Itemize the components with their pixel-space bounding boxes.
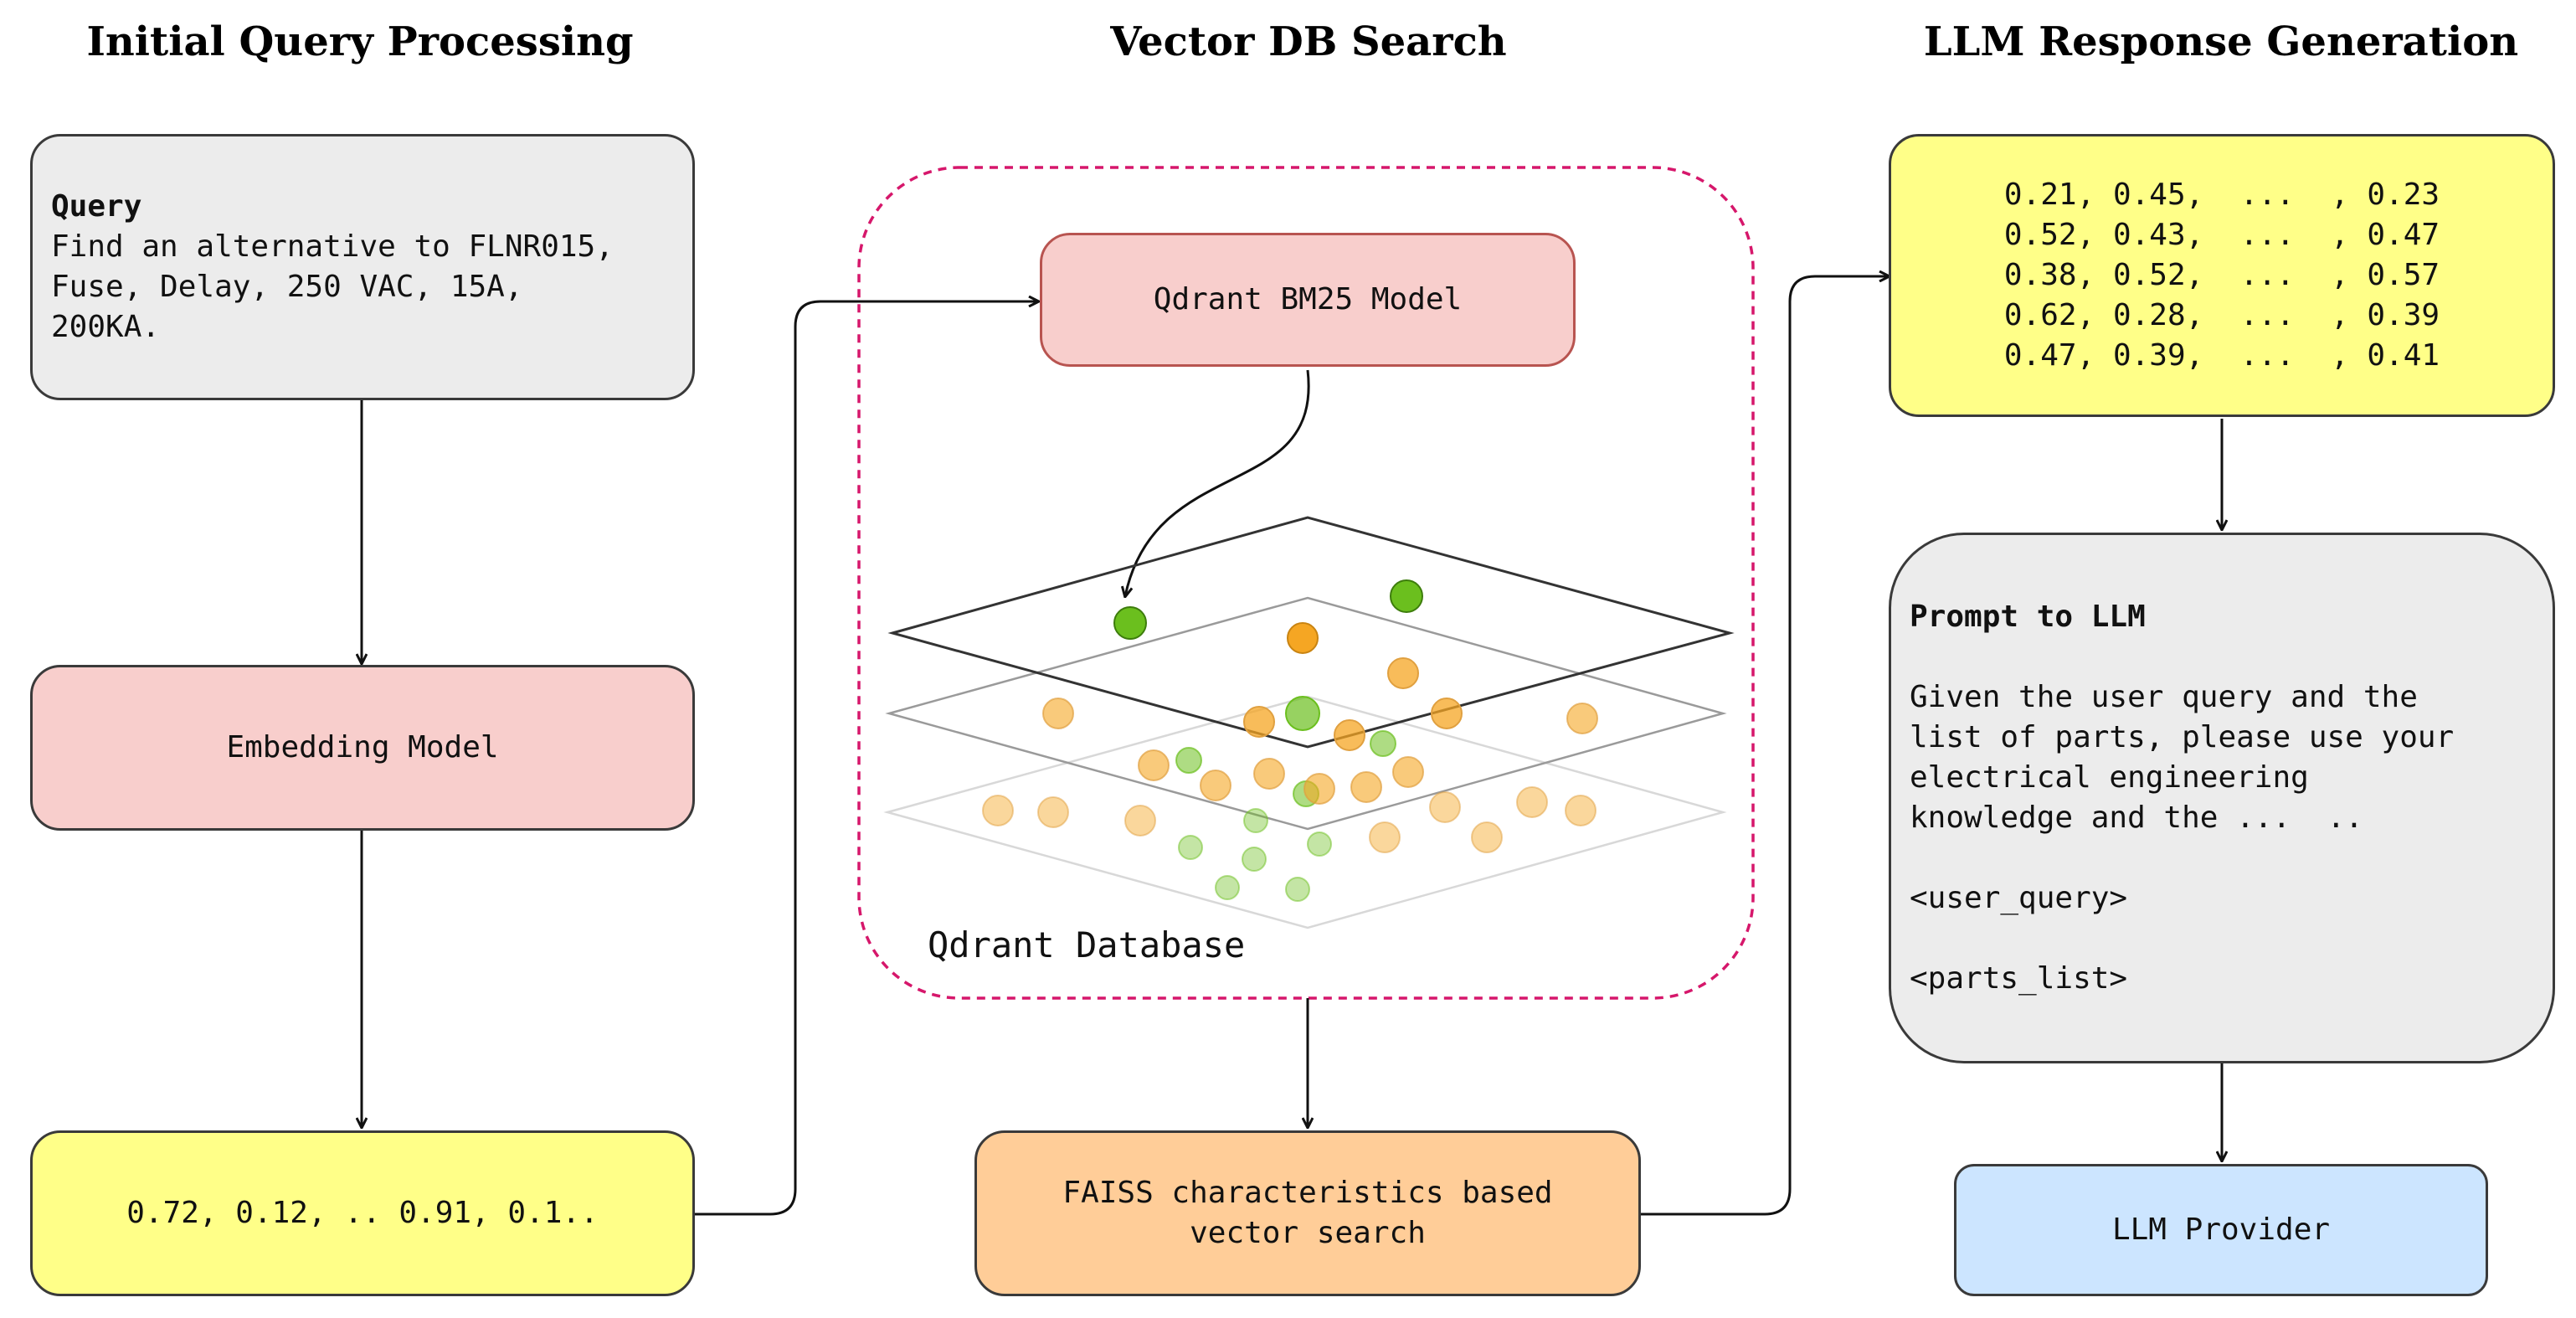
prompt-parts-list-tag: <parts_list> [1910, 961, 2128, 996]
data-point [1175, 747, 1202, 774]
query-box: Query Find an alternative to FLNR015, Fu… [30, 134, 695, 400]
heading-llm-response-generation: LLM Response Generation [1923, 18, 2519, 65]
embedding-model-box: Embedding Model [30, 665, 695, 831]
query-text-line: 200KA. [51, 310, 161, 344]
data-point [1303, 773, 1335, 805]
qdrant-database-label: Qdrant Database [928, 924, 1246, 965]
data-point [1037, 796, 1069, 828]
data-point [1370, 730, 1396, 757]
faiss-search-box: FAISS characteristics based vector searc… [974, 1130, 1641, 1296]
arrow-faiss-to-results [1641, 276, 1889, 1216]
data-point [1471, 821, 1503, 853]
prompt-title: Prompt to LLM [1910, 600, 2146, 634]
result-vector-row: 0.38, 0.52, ... , 0.57 [2003, 258, 2440, 292]
data-point [1243, 808, 1268, 833]
arrow-bm25-to-points [1125, 369, 1310, 596]
prompt-body-line: electrical engineering [1910, 760, 2309, 795]
data-point [1042, 698, 1074, 729]
qdrant-bm25-model-label: Qdrant BM25 Model [1153, 282, 1463, 317]
data-point [1285, 696, 1320, 731]
data-point [1242, 847, 1267, 872]
plane-middle [885, 596, 1727, 831]
data-point [1287, 622, 1319, 654]
data-point [1243, 706, 1275, 738]
query-text-line: Find an alternative to FLNR015, [51, 229, 614, 264]
data-point-match [1390, 579, 1423, 613]
points-bottom-layer [982, 786, 1597, 902]
heading-vector-db-search: Vector DB Search [1110, 18, 1507, 65]
data-point [1350, 771, 1382, 803]
data-point [982, 795, 1014, 826]
llm-provider-box: LLM Provider [1954, 1164, 2488, 1296]
data-point [1431, 698, 1463, 729]
data-point [1285, 877, 1310, 902]
data-point [1566, 703, 1598, 734]
result-vectors-box: 0.21, 0.45, ... , 0.23 0.52, 0.43, ... ,… [1889, 134, 2555, 417]
prompt-user-query-tag: <user_query> [1910, 881, 2128, 915]
result-vector-row: 0.62, 0.28, ... , 0.39 [2003, 298, 2440, 332]
heading-initial-query-processing: Initial Query Processing [86, 18, 634, 65]
data-point [1369, 821, 1401, 853]
result-vector-row: 0.21, 0.45, ... , 0.23 [2003, 178, 2440, 212]
data-point [1516, 786, 1548, 818]
prompt-body-line: Given the user query and the [1910, 680, 2418, 714]
llm-provider-label: LLM Provider [2111, 1212, 2331, 1247]
prompt-body-line: knowledge and the ... .. [1910, 801, 2363, 835]
data-point [1138, 749, 1170, 781]
data-point [1307, 831, 1332, 857]
query-title: Query [51, 189, 142, 224]
plane-top [887, 516, 1735, 749]
query-vector-label: 0.72, 0.12, .. 0.91, 0.1.. [126, 1196, 599, 1230]
qdrant-database-container [857, 166, 1755, 1000]
prompt-to-llm-box: Prompt to LLM Given the user query and t… [1889, 533, 2555, 1063]
data-point [1124, 805, 1156, 837]
faiss-search-line: FAISS characteristics based [1062, 1176, 1553, 1210]
data-point [1392, 756, 1424, 788]
query-vector-box: 0.72, 0.12, .. 0.91, 0.1.. [30, 1130, 695, 1296]
points-top-layer [1113, 579, 1463, 751]
arrow-vector-to-bm25 [695, 301, 1038, 1216]
data-point [1565, 795, 1597, 826]
data-point [1200, 770, 1231, 801]
query-text-line: Fuse, Delay, 250 VAC, 15A, [51, 270, 523, 304]
data-point-match [1113, 606, 1147, 640]
embedding-model-label: Embedding Model [226, 730, 499, 765]
prompt-body-line: list of parts, please use your [1910, 720, 2455, 754]
data-point [1387, 657, 1419, 689]
data-point [1429, 791, 1461, 823]
data-point [1215, 875, 1240, 900]
data-point [1253, 758, 1285, 790]
plane-bottom [883, 695, 1727, 929]
points-middle-layer [1042, 698, 1598, 807]
data-point [1178, 835, 1203, 860]
result-vector-row: 0.47, 0.39, ... , 0.41 [2003, 338, 2440, 373]
faiss-search-line: vector search [1190, 1216, 1426, 1250]
data-point [1334, 719, 1365, 751]
qdrant-bm25-model-box: Qdrant BM25 Model [1040, 233, 1576, 367]
result-vector-row: 0.52, 0.43, ... , 0.47 [2003, 218, 2440, 252]
